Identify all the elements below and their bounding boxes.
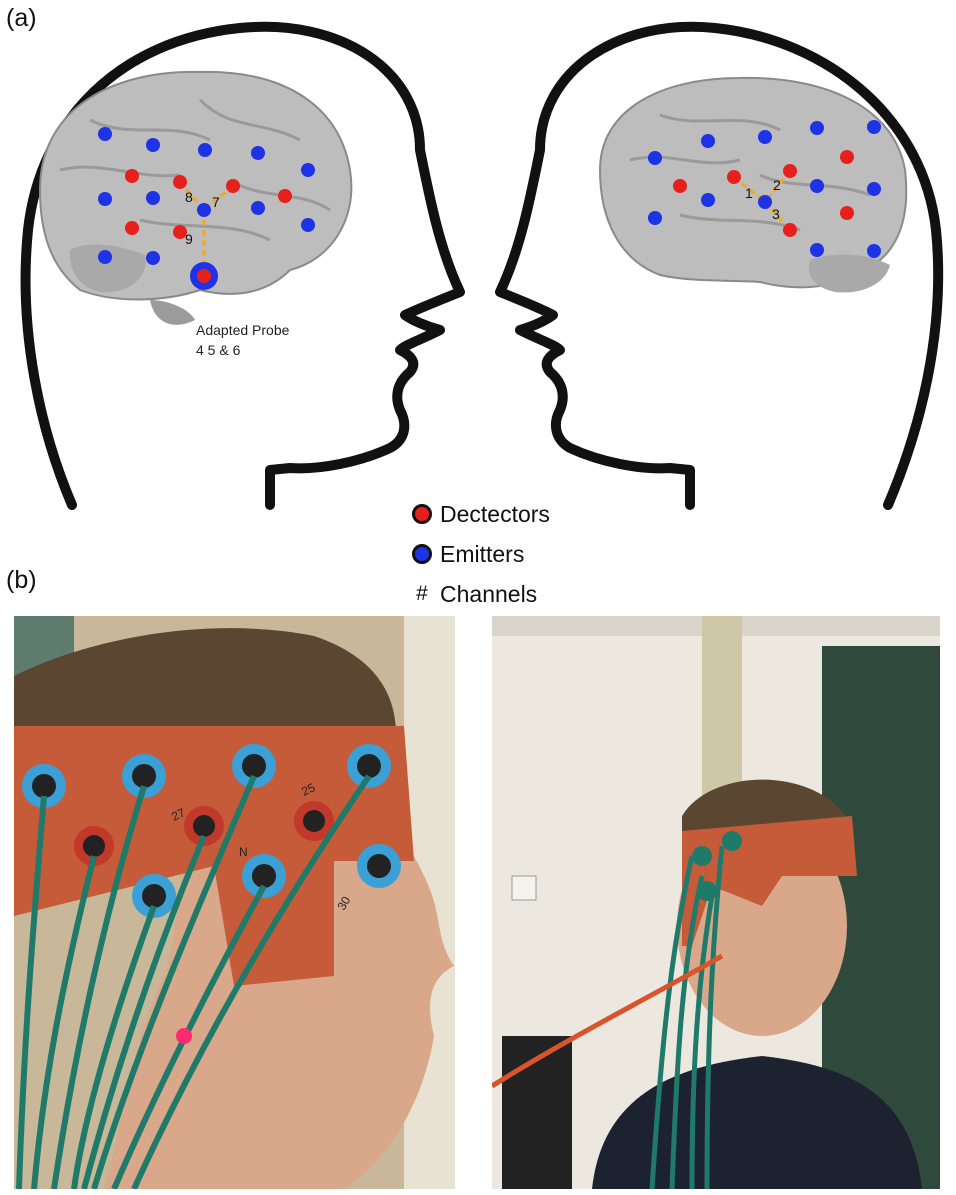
- channel-hash-icon: #: [412, 582, 432, 606]
- emitter-dot: [648, 151, 662, 165]
- adapted-probe-title: Adapted Probe: [196, 320, 289, 340]
- adapted-probe-numbers: 4 5 & 6: [196, 340, 289, 360]
- detector-legend-icon: [412, 504, 432, 524]
- legend-detectors-label: Dectectors: [440, 501, 550, 528]
- legend-emitters-label: Emitters: [440, 541, 524, 568]
- emitter-dot: [701, 193, 715, 207]
- adapted-probe-note: Adapted Probe 4 5 & 6: [196, 320, 289, 360]
- emitter-dot: [867, 182, 881, 196]
- detector-dot: [783, 223, 797, 237]
- panel-b-label: (b): [6, 566, 37, 595]
- emitter-legend-icon: [412, 544, 432, 564]
- detector-dot: [673, 179, 687, 193]
- emitter-dot: [301, 163, 315, 177]
- detector-dot: [226, 179, 240, 193]
- photo-front-view: [492, 616, 940, 1189]
- emitter-dot: [146, 191, 160, 205]
- detector-dot: [173, 175, 187, 189]
- channel-label-2: 2: [773, 177, 781, 193]
- channel-label-1: 1: [745, 185, 753, 201]
- emitter-dot: [98, 192, 112, 206]
- emitter-dot: [867, 120, 881, 134]
- emitter-dot: [810, 179, 824, 193]
- legend-emitters: Emitters: [412, 534, 550, 574]
- legend-channels: # Channels: [412, 574, 550, 614]
- emitter-dot: [810, 121, 824, 135]
- cable-label: N: [239, 845, 248, 859]
- legend-channels-label: Channels: [440, 581, 537, 608]
- emitter-dot: [251, 146, 265, 160]
- detector-dot: [840, 150, 854, 164]
- detector-dot: [125, 221, 139, 235]
- legend-detectors: Dectectors: [412, 494, 550, 534]
- emitter-dot: [251, 201, 265, 215]
- legend: Dectectors Emitters # Channels: [412, 494, 550, 614]
- detector-dot: [278, 189, 292, 203]
- channel-label-7: 7: [212, 194, 220, 210]
- emitter-dot: [758, 195, 772, 209]
- emitter-dot: [98, 127, 112, 141]
- channel-label-3: 3: [772, 206, 780, 222]
- photo-side-view: 27 25 N 30: [14, 616, 455, 1189]
- emitter-dot: [197, 203, 211, 217]
- emitter-dot: [810, 243, 824, 257]
- emitter-dot: [146, 251, 160, 265]
- right-brain: [600, 78, 906, 293]
- emitter-dot: [98, 250, 112, 264]
- emitter-dot: [867, 244, 881, 258]
- emitter-dot: [301, 218, 315, 232]
- emitter-dot: [758, 130, 772, 144]
- detector-dot: [840, 206, 854, 220]
- head-probe-diagram: 8 7 9 1 2 3: [0, 0, 956, 520]
- emitter-dot: [198, 143, 212, 157]
- emitter-dot: [146, 138, 160, 152]
- detector-dot: [783, 164, 797, 178]
- detector-dot: [125, 169, 139, 183]
- emitter-dot: [648, 211, 662, 225]
- channel-label-9: 9: [185, 231, 193, 247]
- emitter-dot: [701, 134, 715, 148]
- detector-dot: [727, 170, 741, 184]
- channel-label-8: 8: [185, 189, 193, 205]
- adapted-probe-detector: [197, 269, 211, 283]
